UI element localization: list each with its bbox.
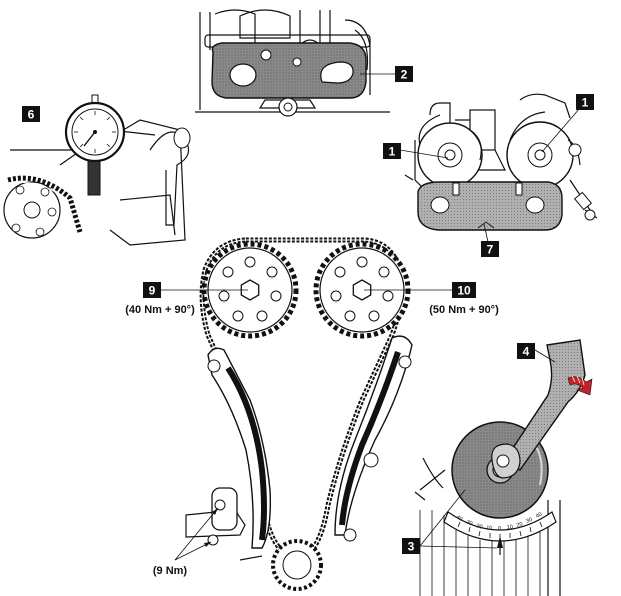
scale-tick-7: 20 — [516, 521, 524, 528]
callout-7-label: 7 — [487, 243, 494, 257]
scale-tick-1: 40 — [455, 515, 463, 523]
camshaft-lock-detail — [399, 93, 598, 243]
scale-tick-9: 40 — [535, 511, 543, 519]
callout-6-label: 6 — [28, 108, 35, 122]
bolt-10 — [352, 279, 372, 301]
callout-1-left: 1 — [383, 143, 401, 159]
scale-tick-8: 30 — [525, 517, 533, 525]
torque-10: (50 Nm + 90°) — [429, 304, 499, 316]
callout-3: 3 — [402, 538, 420, 554]
callout-4: 4 — [517, 343, 535, 359]
callout-7: 7 — [481, 241, 499, 257]
callout-4-label: 4 — [523, 345, 530, 359]
callout-1-right-label: 1 — [582, 96, 589, 110]
guide-rail — [334, 335, 413, 536]
angle-scale — [443, 511, 557, 542]
callout-1-right: 1 — [576, 94, 594, 110]
tensioner-torque: (9 Nm) — [153, 507, 219, 577]
callout-10-label: 10 — [457, 284, 471, 298]
timing-chain-assembly — [185, 237, 413, 591]
locking-plate-detail — [195, 9, 395, 117]
scale-tick-2: 30 — [465, 519, 473, 527]
scale-tick-3: 20 — [475, 523, 483, 530]
callout-2: 2 — [395, 66, 413, 82]
dial-gauge-detail — [3, 94, 191, 246]
callout-10: 10 (50 Nm + 90°) — [364, 282, 499, 316]
callout-3-label: 3 — [408, 540, 415, 554]
callout-6: 6 — [22, 106, 40, 122]
tensioner-rail — [207, 347, 272, 549]
scale-tick-5: 0 — [498, 526, 501, 532]
angle-gauge-detail: 40 30 20 10 0 10 20 30 40 — [414, 339, 593, 596]
bolt-9 — [240, 279, 260, 301]
callout-9-label: 9 — [149, 284, 156, 298]
scale-tick-4: 10 — [486, 525, 493, 532]
rotation-arrow-icon — [567, 376, 593, 396]
callout-1-left-label: 1 — [389, 145, 396, 159]
torque-tensioner: (9 Nm) — [153, 565, 188, 577]
torque-9: (40 Nm + 90°) — [125, 304, 195, 316]
callout-9: 9 (40 Nm + 90°) — [125, 282, 248, 316]
scale-tick-6: 10 — [506, 524, 513, 531]
callout-2-label: 2 — [401, 68, 408, 82]
